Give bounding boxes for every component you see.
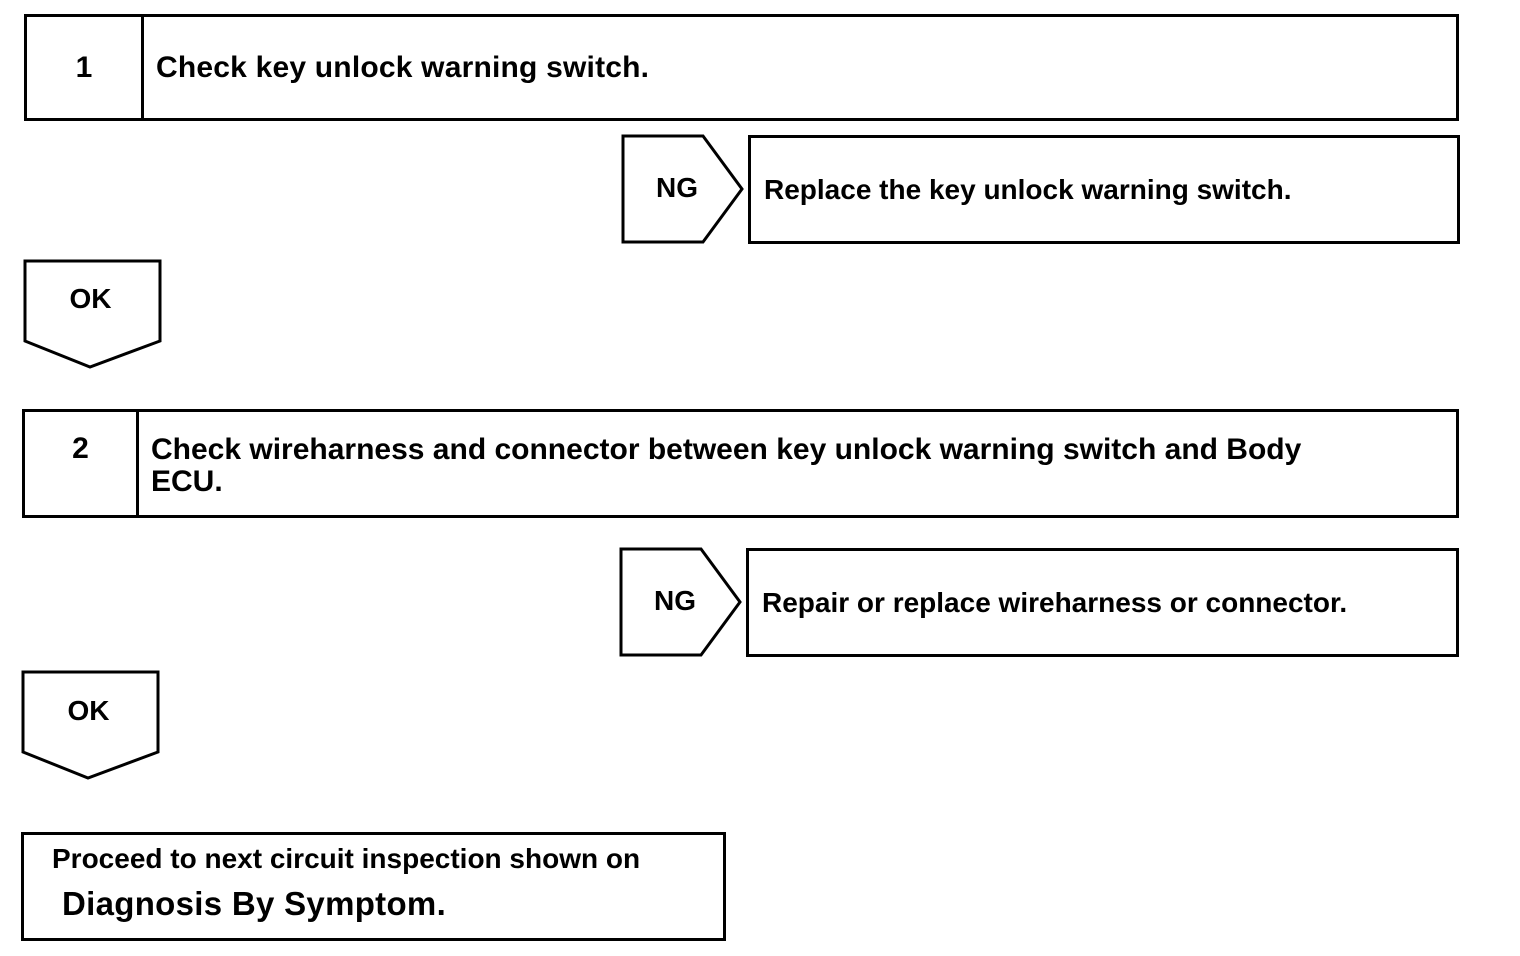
proceed-link-diagnosis-by-symptom[interactable]: Diagnosis By Symptom. xyxy=(62,885,447,922)
step-1-ng-action: Replace the key unlock warning switch. xyxy=(748,135,1460,244)
step-2-ng-arrow: NG xyxy=(619,547,743,657)
step-2-box: 2 Check wireharness and connector betwee… xyxy=(22,409,1459,518)
step-1-box: 1 Check key unlock warning switch. xyxy=(24,14,1459,121)
step-2-ng-action: Repair or replace wireharness or connect… xyxy=(746,548,1459,657)
ok-arrow-shape xyxy=(23,259,162,369)
step-1-ok-label: OK xyxy=(69,283,112,314)
step-1-number: 1 xyxy=(27,17,144,118)
step-2-ok-arrow: OK xyxy=(21,670,160,780)
step-2-number: 2 xyxy=(25,412,139,515)
step-1-ng-label: NG xyxy=(656,172,698,203)
proceed-text-line-1: Proceed to next circuit inspection shown… xyxy=(52,843,641,874)
step-2-ok-label: OK xyxy=(67,695,110,726)
ng-arrow-shape xyxy=(619,547,742,657)
ok-arrow-shape xyxy=(21,670,160,780)
step-1-ok-arrow: OK xyxy=(23,259,162,369)
step-1-ng-arrow: NG xyxy=(621,134,745,244)
proceed-box: Proceed to next circuit inspection shown… xyxy=(21,832,726,941)
step-2-title-line-2: ECU. xyxy=(151,465,223,498)
step-2-title-line-1: Check wireharness and connector between … xyxy=(151,433,1302,466)
ng-arrow-shape xyxy=(621,134,744,244)
step-2-title: Check wireharness and connector between … xyxy=(139,412,1456,515)
step-2-ng-label: NG xyxy=(654,585,696,616)
step-1-title: Check key unlock warning switch. xyxy=(156,50,650,84)
